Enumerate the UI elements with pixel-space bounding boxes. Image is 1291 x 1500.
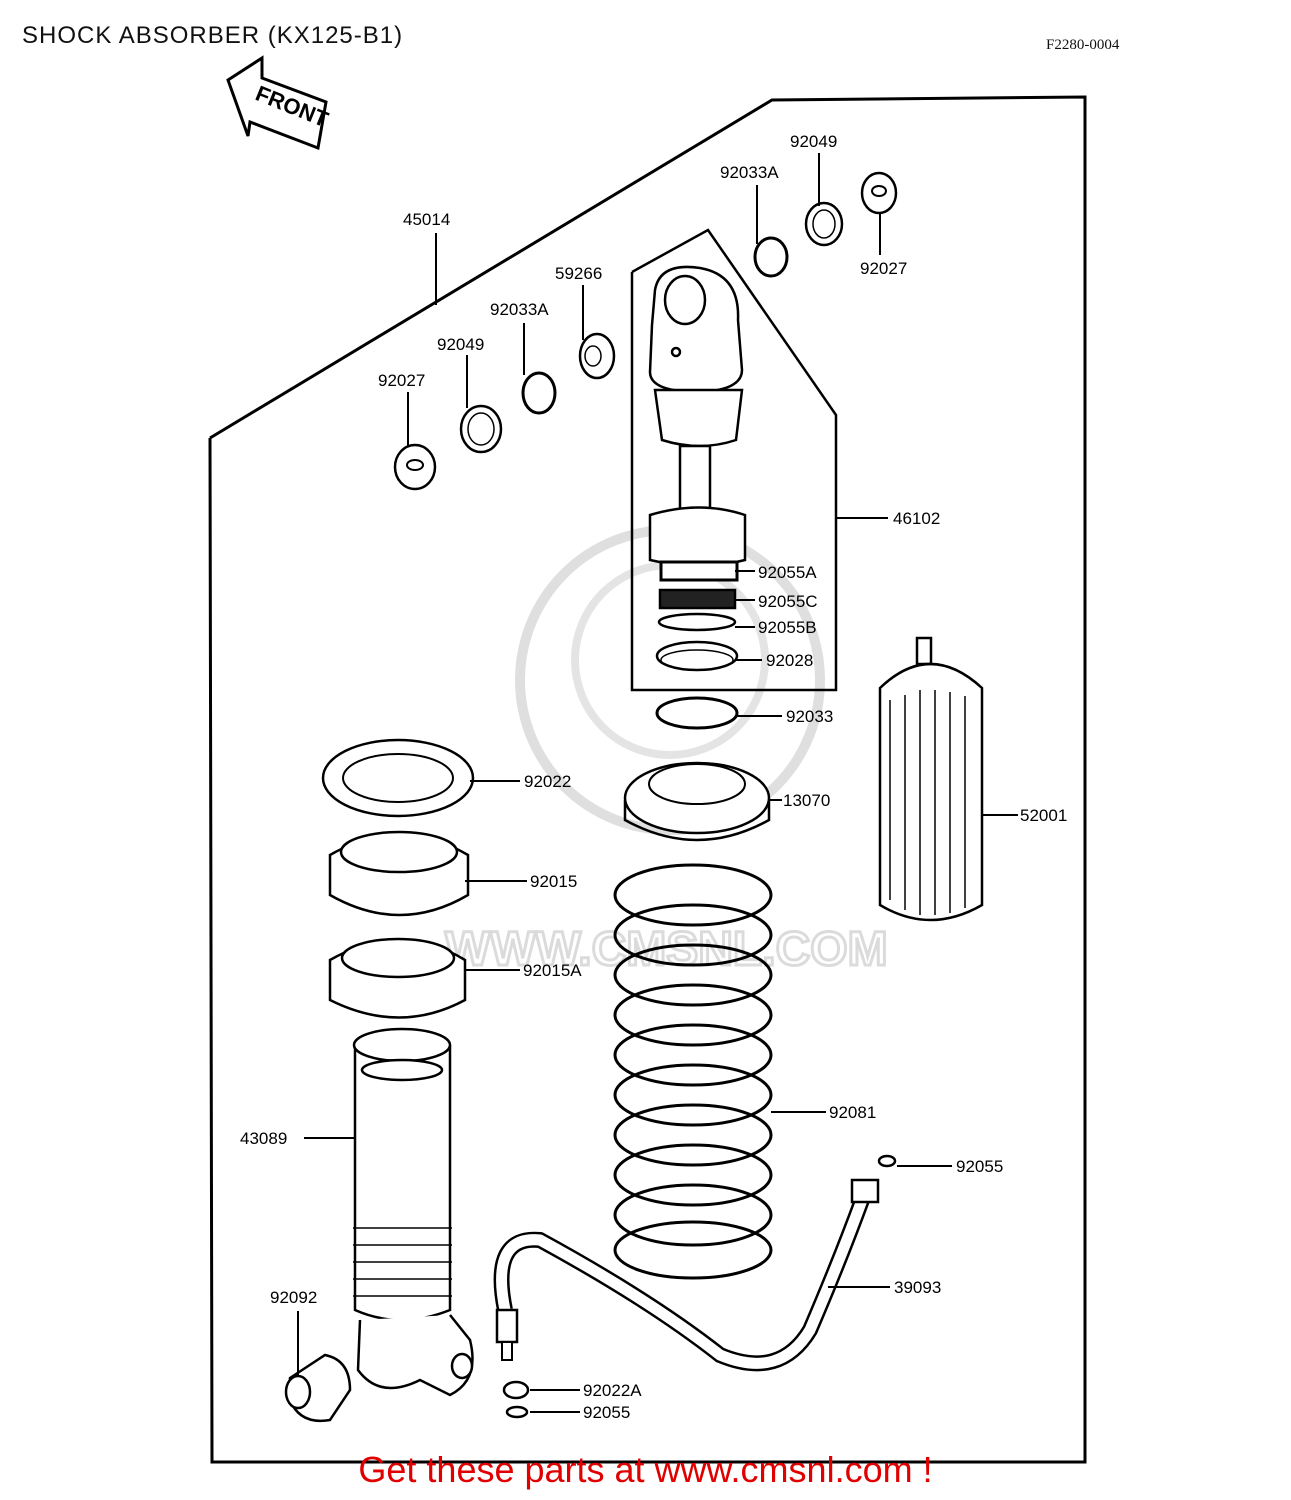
- part-label: 92033: [786, 707, 833, 726]
- part-label: 92092: [270, 1288, 317, 1307]
- part-label: 92081: [829, 1103, 876, 1122]
- part-label: 13070: [783, 791, 830, 810]
- o-ring-92055-top: [877, 1154, 897, 1168]
- figure-code: F2280-0004: [1046, 37, 1120, 53]
- part-label: 92049: [437, 335, 484, 354]
- part-number-labels: 45014 92049 92033A 92027 59266 92033A 92…: [240, 132, 1067, 1422]
- shock-body-43089: [352, 1027, 474, 1397]
- part-label: 92015: [530, 872, 577, 891]
- circlip-92033A-right: [753, 236, 789, 278]
- bushing-59266: [578, 332, 616, 380]
- o-ring-92055-bottom: [505, 1405, 529, 1419]
- front-arrow-icon: FRONT: [226, 55, 332, 151]
- part-label: 92055B: [758, 618, 817, 637]
- part-label: 92055: [583, 1403, 630, 1422]
- hose-39093: [493, 1178, 880, 1372]
- ring-92049-left: [459, 404, 503, 454]
- part-label: 92015A: [523, 961, 582, 980]
- part-label: 45014: [403, 210, 450, 229]
- part-label: 52001: [1020, 806, 1067, 825]
- ring-92028: [655, 640, 739, 672]
- bushing-92092: [284, 1353, 352, 1423]
- washer-92027-left: [393, 443, 437, 491]
- spring-seat-13070: [623, 761, 771, 842]
- coil-spring-92081: [613, 863, 773, 1280]
- assembly-frame-46102: [630, 228, 838, 692]
- part-label: 92055A: [758, 563, 817, 582]
- parts-shop-link[interactable]: Get these parts at www.cmsnl.com !: [358, 1449, 933, 1490]
- watermark-text: WWW.CMSNL.COM: [445, 923, 888, 976]
- lock-nut-92015A: [328, 937, 467, 1019]
- washer-92027-right: [860, 171, 898, 215]
- ring-92049-right: [804, 201, 844, 247]
- part-label: 92049: [790, 132, 837, 151]
- part-label: 39093: [894, 1278, 941, 1297]
- lock-nut-92015: [328, 830, 470, 917]
- circlip-92033A-left: [521, 371, 557, 415]
- circlip-92033: [655, 696, 739, 730]
- leader-lines: [297, 153, 1018, 1413]
- part-label: 92022A: [583, 1381, 642, 1400]
- washer-92022: [321, 738, 475, 818]
- part-label: 92055C: [758, 592, 818, 611]
- part-label: 92022: [524, 772, 571, 791]
- part-label: 46102: [893, 509, 940, 528]
- part-label: 92027: [378, 371, 425, 390]
- reservoir-52001: [878, 636, 984, 922]
- part-label: 92028: [766, 651, 813, 670]
- page-title: SHOCK ABSORBER (KX125-B1): [22, 22, 404, 49]
- part-label: 59266: [555, 264, 602, 283]
- part-label: 92033A: [490, 300, 549, 319]
- diagram-frame: [208, 95, 1087, 1464]
- part-label: 43089: [240, 1129, 287, 1148]
- part-label: 92055: [956, 1157, 1003, 1176]
- washer-92022A: [502, 1380, 530, 1400]
- damper-unit-46102: [648, 265, 747, 632]
- part-label: 92033A: [720, 163, 779, 182]
- part-label: 92027: [860, 259, 907, 278]
